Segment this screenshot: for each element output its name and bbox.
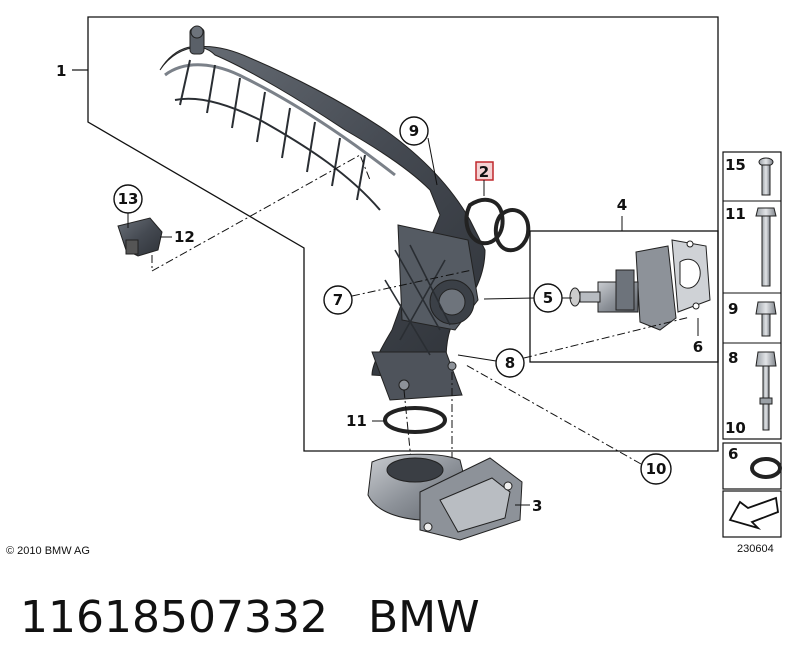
part-number: 11618507332 bbox=[20, 592, 328, 643]
callout-13: 13 bbox=[118, 190, 139, 208]
callout-9: 9 bbox=[409, 122, 419, 140]
sensor-part bbox=[117, 217, 163, 257]
diagram-id: 230604 bbox=[737, 543, 774, 555]
callout-3: 3 bbox=[532, 497, 542, 515]
bolt-icon bbox=[755, 301, 777, 337]
panel-label-2: 9 bbox=[728, 300, 738, 318]
panel-label-1: 11 bbox=[725, 205, 746, 223]
panel-label-4: 10 bbox=[725, 419, 746, 437]
fastener-panel: 15 11 9 8 10 6 bbox=[722, 151, 782, 538]
callout-10: 10 bbox=[646, 460, 667, 478]
callout-circle-9 bbox=[399, 116, 429, 146]
egr-valve-part bbox=[569, 245, 677, 331]
leader-line bbox=[465, 364, 642, 465]
panel-label-3: 8 bbox=[728, 349, 738, 367]
callout-circle-10 bbox=[640, 453, 672, 485]
throttle-body-part bbox=[367, 453, 523, 541]
callout-circle-7 bbox=[323, 285, 353, 315]
valve-group-box bbox=[529, 230, 719, 363]
leader-line bbox=[151, 154, 371, 272]
leader-line bbox=[351, 269, 473, 297]
callout-12: 12 bbox=[174, 228, 195, 246]
gasket-plate-part bbox=[671, 239, 711, 313]
callout-8: 8 bbox=[505, 354, 515, 372]
frame-outline bbox=[87, 16, 719, 452]
leader-line bbox=[523, 316, 691, 359]
callout-5: 5 bbox=[543, 289, 553, 307]
panel-label-0: 15 bbox=[725, 156, 746, 174]
copyright-text: © 2010 BMW AG bbox=[6, 545, 90, 557]
leader-line bbox=[427, 137, 438, 186]
callout-6: 6 bbox=[693, 338, 703, 356]
gasket-part bbox=[464, 197, 531, 253]
arrow-icon bbox=[728, 496, 779, 530]
washer-icon bbox=[750, 457, 782, 479]
callout-2: 2 bbox=[479, 163, 489, 181]
callout-7: 7 bbox=[333, 291, 343, 309]
stud-icon bbox=[755, 351, 777, 431]
callout-4: 4 bbox=[617, 196, 627, 214]
leader-line bbox=[483, 297, 535, 300]
bolt-icon bbox=[755, 207, 777, 287]
intake-manifold-part bbox=[159, 25, 486, 401]
footer-caption: 11618507332 BMW bbox=[20, 588, 480, 648]
callout-11: 11 bbox=[346, 412, 367, 430]
brand-name: BMW bbox=[367, 592, 480, 643]
bolt-icon bbox=[758, 157, 774, 196]
leader-line bbox=[457, 354, 497, 362]
panel-label-5: 6 bbox=[728, 445, 738, 463]
callout-circle-8 bbox=[495, 348, 525, 378]
o-ring-part bbox=[383, 406, 447, 434]
parts-diagram: 1 13 12 9 2 4 5 6 7 bbox=[6, 16, 782, 557]
callout-1: 1 bbox=[56, 62, 66, 80]
